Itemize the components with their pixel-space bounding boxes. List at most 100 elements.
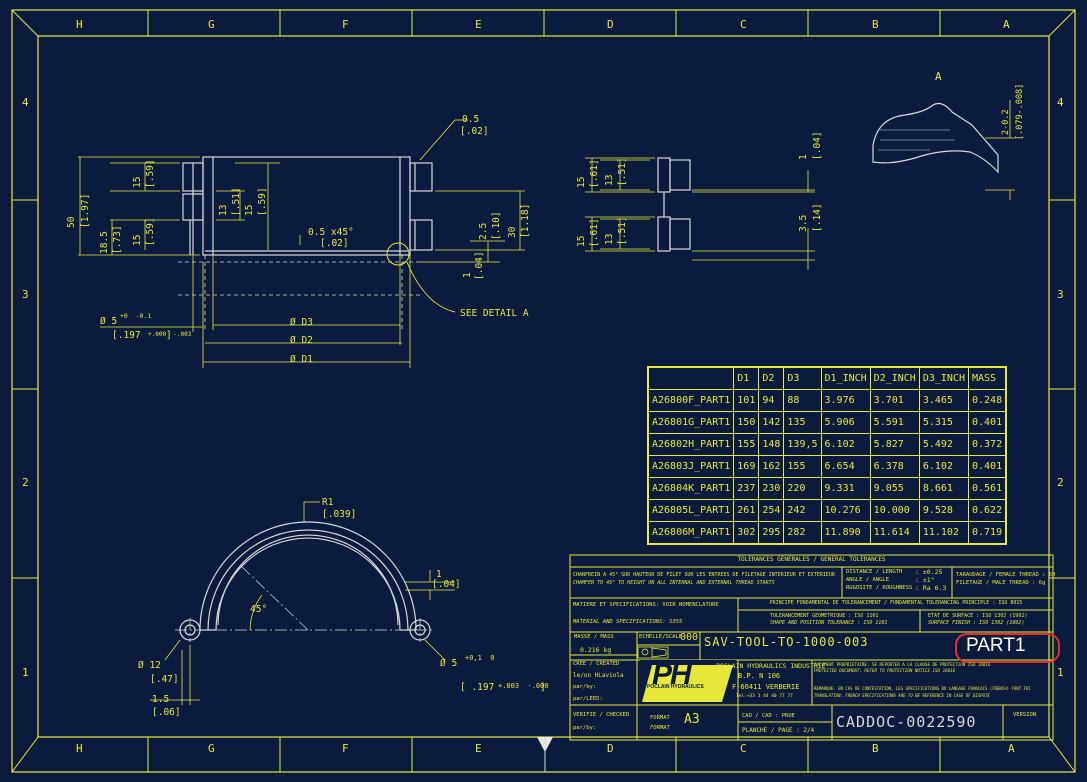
table-cell: 230	[758, 477, 785, 500]
valid-par: par/LEED:	[573, 696, 603, 702]
zone-letter-bottom: H	[76, 742, 83, 755]
title-block: TOLERANCES GENERALES / GENERAL TOLERANCE…	[570, 555, 1055, 740]
side-view: 15 [.61] 13 [.51] 15 [.61] 13 [.51] 1 [.…	[576, 131, 823, 270]
zone-number-left: 3	[22, 288, 29, 301]
dim-text: [.51]	[231, 187, 242, 216]
roughness-value: : Ra 6.3	[915, 584, 947, 592]
table-cell: 3.976	[820, 389, 871, 412]
table-cell: 101	[733, 389, 760, 412]
table-cell: 0.622	[967, 499, 1007, 522]
table-cell: 142	[758, 411, 785, 434]
table-cell: 155	[783, 455, 822, 478]
company-tel: Tel:+33 3 44 40 77 77	[736, 694, 793, 699]
zone-letter-top: H	[76, 18, 83, 31]
dim-text: [.59]	[145, 217, 156, 246]
dim-text: Ø 5	[100, 316, 117, 327]
geometric-tolerancing: TOLERANCEMENT GEOMETRIQUE : ISO 1101	[770, 613, 879, 619]
table-cell: 302	[733, 521, 760, 544]
table-cell: A26805L_PART1	[647, 499, 735, 522]
dim-text: [.197	[112, 330, 141, 341]
table-cell: 11.102	[918, 521, 969, 544]
detail-a-view: A 2-0.2 [.079-.008]	[872, 70, 1025, 200]
chamfer-note-en: CHAMFER TO 45° TO HEIGHT ON ALL INTERNAL…	[573, 580, 775, 586]
table-cell: A26806M_PART1	[647, 521, 735, 544]
table-cell: 295	[758, 521, 785, 544]
sheet-page: PLANCHE / PAGE : 2/4	[742, 727, 815, 734]
table-cell: 135	[783, 411, 822, 434]
zone-number-left: 2	[22, 476, 29, 489]
company-city: F-60411 VERBERIE	[732, 683, 800, 691]
zone-letter-top: A	[1003, 18, 1010, 31]
dim-text: 2-0.2	[1001, 109, 1011, 135]
table-cell: 5.906	[820, 411, 871, 434]
table-cell: 9.055	[869, 477, 920, 500]
table-cell: A26804K_PART1	[647, 477, 735, 500]
table-cell: 5.492	[918, 433, 969, 456]
company-bp: B.P. N 106	[738, 672, 781, 680]
dim-text: 1	[798, 154, 809, 160]
format-label: FORMAT	[650, 715, 670, 721]
dim-text: [.10]	[491, 211, 502, 240]
dim-text: [.039]	[322, 509, 356, 520]
table-header-cell: D3	[783, 367, 822, 390]
table-cell: 5.315	[918, 411, 969, 434]
remark-en: TRANSLATION: FRENCH SPECIFICATIONS ARE T…	[814, 693, 990, 698]
dim-text: Ø D1	[290, 354, 313, 365]
created-par: par/by:	[573, 684, 597, 690]
logo-text: PH	[652, 658, 692, 691]
zone-number-right: 4	[1057, 96, 1064, 109]
table-cell: 3.465	[918, 389, 969, 412]
dim-text: ]	[166, 330, 172, 341]
dim-text: 45°	[250, 604, 267, 615]
angle-label: ANGLE / ANGLE	[846, 577, 890, 583]
table-cell: 0.372	[967, 433, 1007, 456]
zone-letter-bottom: C	[740, 742, 747, 755]
dim-text: [.51]	[617, 216, 628, 245]
dim-text: [.47]	[150, 674, 179, 685]
dim-text: 1.5	[152, 694, 169, 705]
table-header-cell: D2_INCH	[869, 367, 920, 390]
dim-text: [.04]	[432, 579, 461, 590]
dim-text: Ø 12	[138, 660, 161, 671]
dim-text: [.59]	[145, 159, 156, 188]
table-cell: 242	[783, 499, 822, 522]
dim-text: 13	[218, 205, 229, 216]
table-cell: 148	[758, 433, 785, 456]
dim-text: [.06]	[152, 707, 181, 718]
surface-finish: SURFACE FINISH : ISO 1302 (1992)	[928, 620, 1025, 626]
table-cell: 6.378	[869, 455, 920, 478]
protected-doc-fr: DOCUMENT PROPRIETAIRE: SE REPORTER A LA …	[814, 662, 991, 667]
see-detail-label: SEE DETAIL A	[460, 308, 529, 319]
dim-text: 15	[576, 236, 587, 247]
dim-text: [1.97]	[80, 194, 91, 228]
dim-text: [ .197	[460, 682, 494, 693]
table-cell: 0.561	[967, 477, 1007, 500]
chamfer-note-fr: CHANFREIN A 45° SUR HAUTEUR DE FILET SUR…	[573, 572, 835, 578]
zone-letter-bottom: D	[607, 742, 614, 755]
checked-by: par/by:	[573, 725, 597, 731]
dim-text: 30	[507, 226, 518, 238]
zone-ticks	[11, 9, 1076, 773]
material-fr: MATIERE ET SPECIFICATIONS: VOIR NOMENCLA…	[573, 602, 719, 608]
detail-label: A	[935, 70, 942, 83]
table-cell: 5.591	[869, 411, 920, 434]
format-value: A3	[684, 712, 700, 727]
shape-tolerance: SHAPE AND POSITION TOLERANCE : ISO 1101	[770, 620, 888, 626]
dim-text: 18.5	[99, 231, 110, 254]
created-by: le/on HLaviola	[573, 672, 624, 679]
table-cell: 150	[733, 411, 760, 434]
dim-text: +0,1 0	[465, 654, 495, 662]
dim-text: 1	[462, 272, 473, 278]
table-cell: 237	[733, 477, 760, 500]
title-block-grid	[569, 554, 1054, 741]
table-cell: 3.701	[869, 389, 920, 412]
table-cell: 6.102	[820, 433, 871, 456]
table-cell: 254	[758, 499, 785, 522]
